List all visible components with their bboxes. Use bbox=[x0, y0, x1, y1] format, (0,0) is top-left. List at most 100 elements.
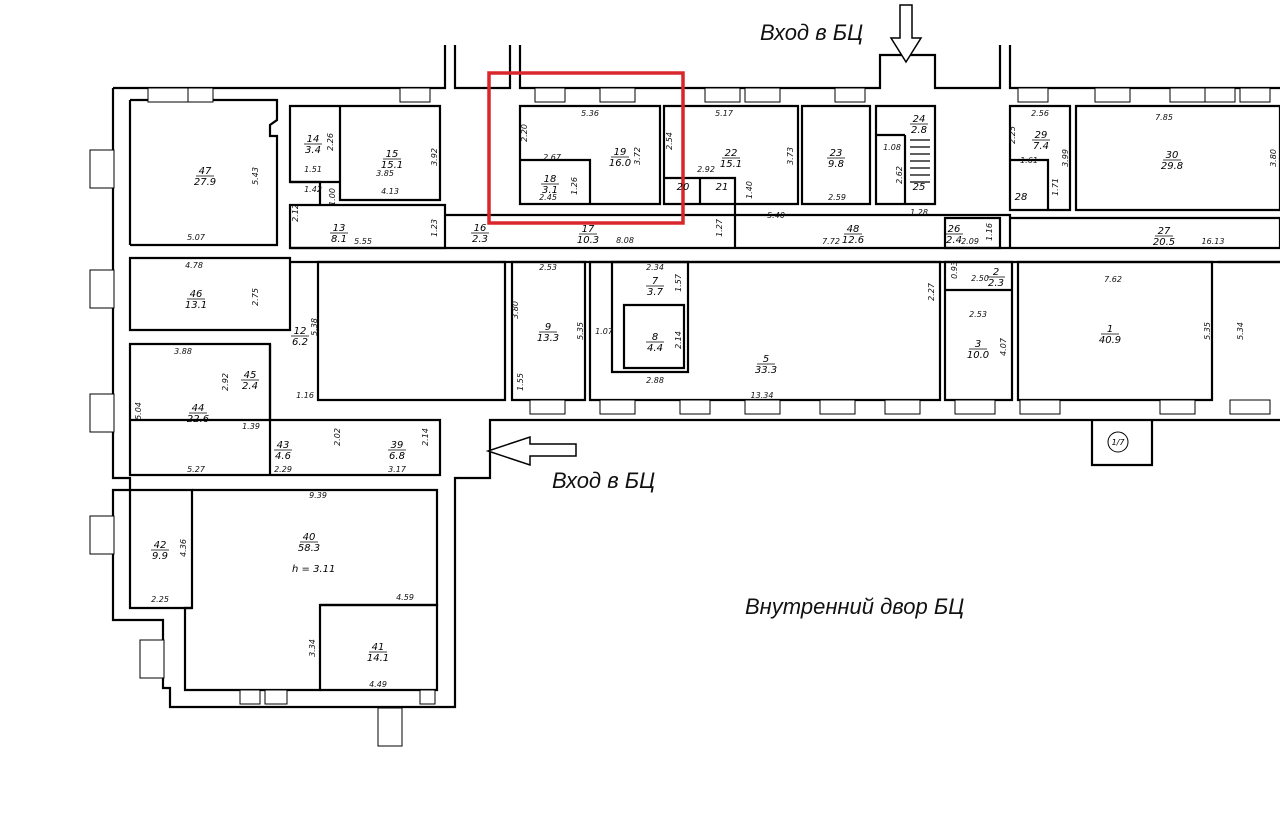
room-area: 2.3 bbox=[988, 278, 1004, 289]
room-28: 28 bbox=[1015, 192, 1028, 203]
dimension-label: 2.92 bbox=[697, 165, 715, 174]
dimension-label: 1.71 bbox=[1051, 178, 1060, 196]
dimension-label: 13.34 bbox=[751, 391, 774, 400]
dimension-label: 5.43 bbox=[251, 167, 260, 185]
dimension-label: 1.27 bbox=[715, 218, 724, 237]
dimension-label: 2.27 bbox=[927, 282, 936, 301]
room-area: 33.3 bbox=[755, 365, 777, 376]
room-area: 9.8 bbox=[828, 159, 844, 170]
dimension-label: 5.17 bbox=[715, 109, 734, 118]
dimension-label: 1.23 bbox=[430, 219, 439, 237]
dimension-label: 2.54 bbox=[665, 132, 674, 150]
room-number: 1 bbox=[1107, 324, 1113, 335]
room-number: 19 bbox=[614, 147, 627, 158]
dimension-label: 5.38 bbox=[310, 318, 319, 336]
stair-marker: 1/7 bbox=[1107, 431, 1129, 453]
room-42: 429.9 bbox=[151, 540, 169, 562]
room-area: 2.8 bbox=[911, 125, 927, 136]
room-area: 15.1 bbox=[720, 159, 742, 170]
room-number: 45 bbox=[244, 370, 257, 381]
room-labels: 4727.94613.1452.44422.6434.6396.8429.940… bbox=[151, 114, 1183, 664]
dimension-label: 5.35 bbox=[576, 322, 585, 340]
dimension-label: 2.09 bbox=[961, 237, 979, 246]
room-number: 22 bbox=[725, 148, 738, 159]
room-area: 6.2 bbox=[292, 337, 308, 348]
room-number: 2 bbox=[993, 267, 999, 278]
window bbox=[1017, 87, 1049, 103]
window bbox=[187, 87, 214, 103]
room-area: 6.8 bbox=[389, 451, 405, 462]
dimension-label: 3.85 bbox=[376, 169, 394, 178]
dimension-label: 2.53 bbox=[969, 310, 987, 319]
room-number: 43 bbox=[277, 440, 290, 451]
dimension-label: 2.02 bbox=[333, 428, 342, 446]
room-area: 10.3 bbox=[577, 235, 599, 246]
room-area: 58.3 bbox=[298, 543, 320, 554]
room-21: 21 bbox=[716, 182, 729, 193]
window bbox=[1094, 87, 1131, 103]
room-number: 21 bbox=[716, 182, 729, 193]
room-area: 15.1 bbox=[381, 160, 403, 171]
window bbox=[744, 87, 781, 103]
room-area: 10.0 bbox=[967, 350, 989, 361]
room-23: 239.8 bbox=[827, 148, 845, 170]
window bbox=[1019, 399, 1061, 415]
highlighted-office-outline bbox=[487, 71, 685, 225]
room-area: 13.1 bbox=[185, 300, 207, 311]
room-area: 29.8 bbox=[1161, 161, 1183, 172]
room-area: 40.9 bbox=[1099, 335, 1121, 346]
dimension-label: 1.61 bbox=[1020, 156, 1038, 165]
dimension-label: 5.36 bbox=[581, 109, 599, 118]
dimension-label: 4.49 bbox=[369, 680, 387, 689]
room-number: 26 bbox=[948, 224, 961, 235]
dimension-label: 8.08 bbox=[616, 236, 634, 245]
room-number: 16 bbox=[474, 223, 487, 234]
dimension-label: 2.59 bbox=[828, 193, 846, 202]
room-area: 13.3 bbox=[537, 333, 559, 344]
dimension-label: 1.00 bbox=[328, 188, 337, 206]
room-number: 18 bbox=[544, 174, 557, 185]
dimension-label: 1.26 bbox=[570, 177, 579, 195]
room-area: 14.1 bbox=[367, 653, 389, 664]
window bbox=[264, 689, 288, 705]
entrance-arrow-top bbox=[889, 4, 923, 64]
courtyard-label: Внутренний двор БЦ bbox=[745, 594, 964, 619]
room-14: 143.4 bbox=[304, 134, 322, 156]
stair-marker-label: 1/7 bbox=[1112, 438, 1126, 447]
room-area: 7.4 bbox=[1033, 141, 1049, 152]
dimension-label: 2.34 bbox=[646, 263, 664, 272]
room-area: 4.4 bbox=[647, 343, 663, 354]
room-area: 8.1 bbox=[331, 234, 347, 245]
window bbox=[599, 399, 636, 415]
room-number: 40 bbox=[303, 532, 316, 543]
window bbox=[1204, 87, 1236, 103]
room-20: 20 bbox=[677, 182, 690, 193]
window bbox=[529, 399, 566, 415]
room-13: 138.1 bbox=[330, 223, 348, 245]
room-1: 140.9 bbox=[1099, 324, 1121, 346]
room-area: 3.4 bbox=[305, 145, 321, 156]
dimension-label: 2.92 bbox=[221, 373, 230, 391]
dimension-label: 16.13 bbox=[1202, 237, 1225, 246]
dimension-label: 1.16 bbox=[296, 391, 314, 400]
room-number: 30 bbox=[1166, 150, 1179, 161]
window bbox=[89, 393, 115, 433]
room-number: 24 bbox=[913, 114, 926, 125]
room-number: 25 bbox=[913, 182, 926, 193]
room-9: 913.3 bbox=[537, 322, 559, 344]
dimension-label: 2.14 bbox=[674, 331, 683, 349]
window bbox=[419, 689, 436, 705]
room-area: 2.4 bbox=[946, 235, 962, 246]
room-number: 5 bbox=[763, 354, 769, 365]
dimension-label: 2.25 bbox=[151, 595, 169, 604]
room-5: 533.3 bbox=[755, 354, 777, 376]
dimension-label: 2.50 bbox=[971, 274, 989, 283]
room-number: 23 bbox=[830, 148, 843, 159]
dimension-label: 2.45 bbox=[539, 193, 557, 202]
